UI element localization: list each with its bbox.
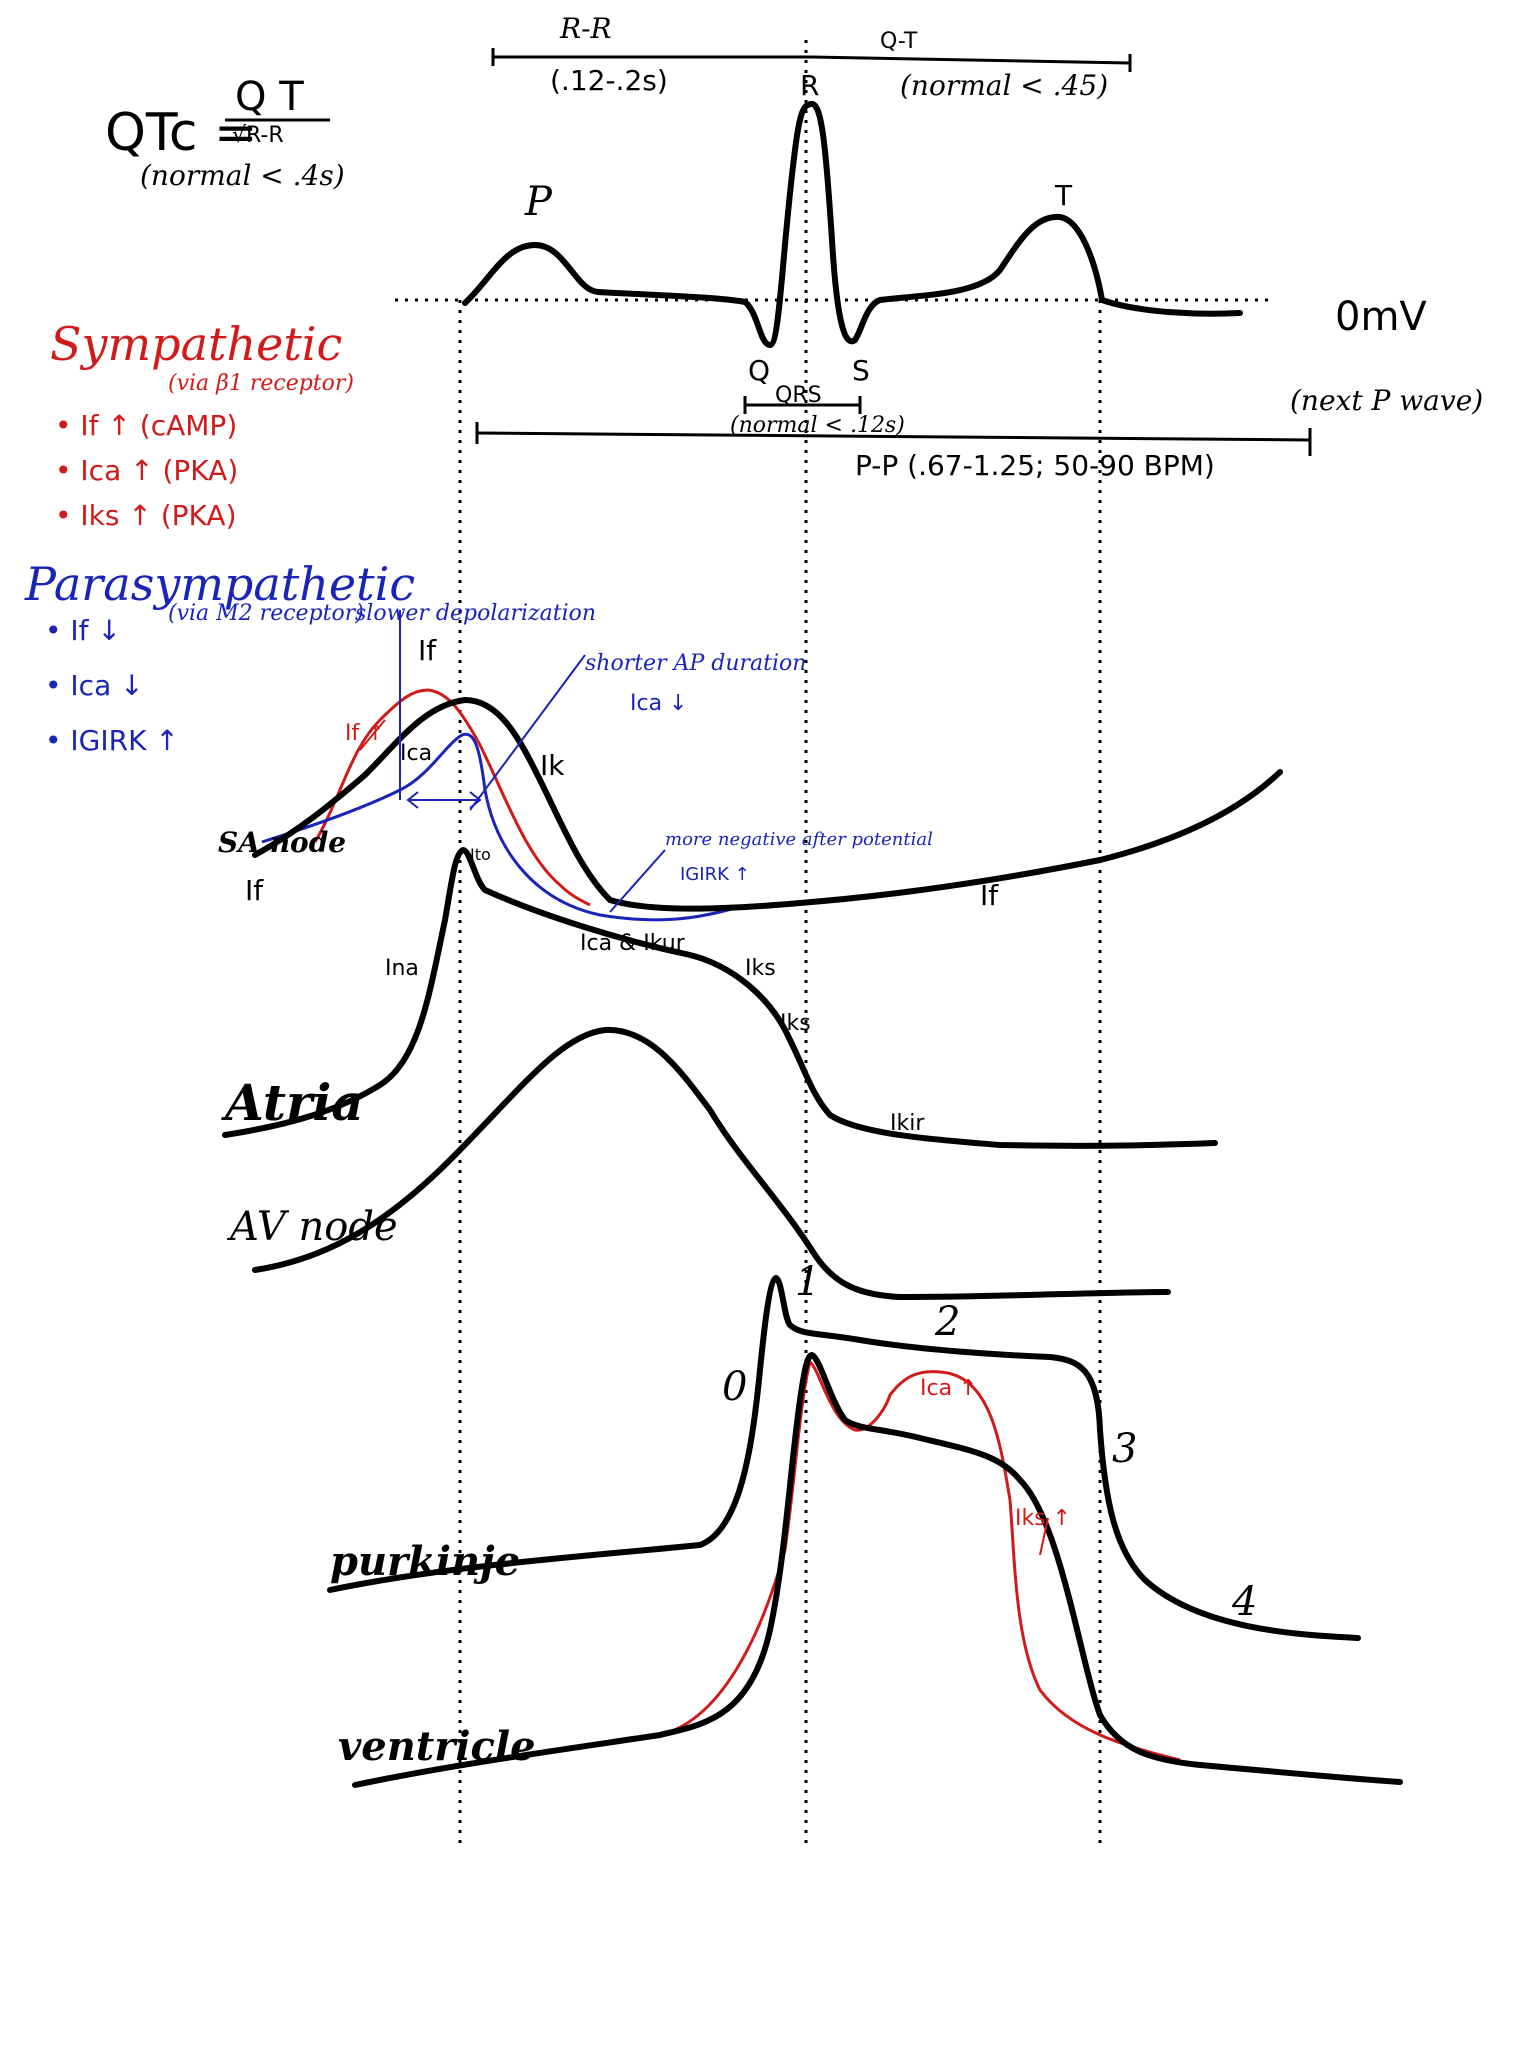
sa-ica-label: Ica [400, 741, 432, 766]
annotation-leaders [359, 610, 1049, 1556]
phase-4-label: 4 [1231, 1579, 1257, 1625]
if-up-note: If ↑ [345, 721, 385, 746]
av-node-trace [252, 1026, 1171, 1300]
atria-ica-ikur-label: Ica & Ikur [580, 931, 686, 956]
sa-node-trace [252, 697, 1283, 912]
ecg-label-p: P [524, 179, 553, 225]
more-negative-current: IGIRK ↑ [680, 864, 750, 885]
ica-up-note: Ica ↑ [920, 1376, 978, 1401]
sympathetic-item-1: • If ↑ (cAMP) [55, 409, 237, 442]
dotted-guide-lines [395, 40, 1270, 1850]
sympathetic-block: Sympathetic (via β1 receptor) • If ↑ (cA… [50, 317, 354, 532]
atria-trace [222, 847, 1218, 1149]
sa-node-trace-red [313, 688, 591, 907]
ecg-label-t: T [1054, 179, 1073, 212]
sa-node-label: SA node [218, 826, 346, 859]
shorter-ap-leader [469, 654, 586, 811]
ecg-trace [462, 101, 1243, 348]
shorter-ap-current: Ica ↓ [630, 691, 688, 716]
atria-ikir-label: Ikir [890, 1111, 925, 1136]
more-negative-leader [609, 849, 666, 913]
ventricle-trace [352, 1352, 1403, 1788]
sa-if-left-label: If [245, 874, 264, 907]
parasympathetic-block: Parasympathetic (via M2 receptor) • If ↓… [24, 557, 415, 757]
parasympathetic-item-1: • If ↓ [45, 614, 121, 647]
purkinje-label: purkinje [330, 1538, 520, 1585]
shorter-ap-note: shorter AP duration [585, 651, 806, 676]
ap-duration-arrow-left-head [406, 791, 419, 809]
zero-mv-label: 0mV [1335, 294, 1427, 340]
iks-up-leader [1039, 1517, 1049, 1556]
if-up-leader [359, 719, 386, 751]
ecg-label-q: Q [748, 354, 770, 387]
parasympathetic-subtitle: (via M2 receptor) [168, 601, 364, 626]
atria-iks2-label: Iks [780, 1011, 811, 1036]
sa-node-trace-blue [261, 732, 736, 922]
rr-value: (.12-.2s) [550, 64, 668, 97]
next-p-wave-label: (next P wave) [1290, 384, 1483, 417]
qt-bar [811, 55, 1131, 65]
more-negative-note: more negative after potential [665, 829, 933, 850]
interval-bars [475, 48, 1312, 456]
parasympathetic-item-2: • Ica ↓ [45, 669, 144, 702]
sympathetic-subtitle: (via β1 receptor) [168, 371, 354, 396]
atria-ina-label: Ina [385, 956, 419, 981]
av-node-label: AV node [226, 1204, 398, 1250]
pp-bar [476, 431, 1311, 442]
iks-up-note: Iks ↑ [1015, 1506, 1071, 1531]
qtc-normal: (normal < .4s) [140, 159, 345, 192]
sa-ik-label: Ik [540, 749, 565, 782]
qrs-label: QRS [775, 383, 822, 408]
qtc-denominator: √R-R [232, 123, 284, 148]
qrs-value: (normal < .12s) [730, 413, 905, 438]
phase-2-label: 2 [934, 1299, 960, 1345]
slower-depolarization-current: If [418, 634, 437, 667]
atria-ito-label: Ito [470, 845, 491, 864]
phase-1-label: 1 [795, 1259, 820, 1305]
ecg-label-r: R [800, 69, 819, 102]
sympathetic-title: Sympathetic [50, 317, 342, 371]
qt-label: Q-T [880, 29, 918, 54]
phase-3-label: 3 [1112, 1426, 1137, 1472]
qtc-formula: QTc = Q T √R-R (normal < .4s) [105, 74, 345, 192]
parasympathetic-item-3: • IGIRK ↑ [45, 724, 179, 757]
qtc-lhs: QTc = [105, 103, 258, 163]
parasympathetic-title: Parasympathetic [24, 557, 415, 611]
sa-if-right-label: If [980, 879, 999, 912]
atria-label: Atria [221, 1073, 364, 1132]
sympathetic-item-2: • Ica ↑ (PKA) [55, 454, 238, 487]
slower-depolarization-note: slower depolarization [355, 601, 596, 626]
ecg-label-s: S [852, 354, 870, 387]
qtc-numerator: Q T [235, 74, 304, 120]
phase-0-label: 0 [722, 1364, 747, 1410]
ventricle-label: ventricle [338, 1723, 536, 1770]
ap-duration-arrow-right-head [469, 791, 482, 809]
purkinje-trace [327, 1275, 1361, 1641]
rr-label: R-R [559, 12, 612, 45]
sympathetic-item-3: • Iks ↑ (PKA) [55, 499, 237, 532]
qt-value: (normal < .45) [900, 69, 1108, 102]
atria-iks-label: Iks [745, 956, 776, 981]
pp-label: P-P (.67-1.25; 50-90 BPM) [855, 449, 1215, 482]
